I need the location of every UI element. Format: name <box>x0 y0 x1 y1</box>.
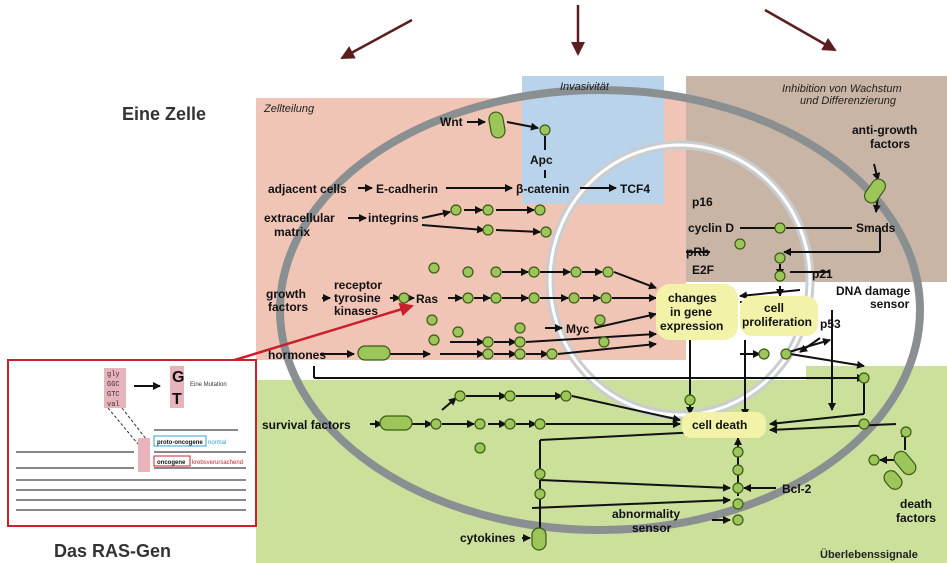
label-growth-inhibition-2: und Differenzierung <box>800 95 897 107</box>
node-prb: pRb <box>686 245 709 259</box>
node-kinases: kinases <box>334 304 378 318</box>
node-abnormality: abnormality <box>612 507 680 521</box>
label-cell-division: Zellteilung <box>263 103 315 115</box>
node-e-cadherin: E-cadherin <box>376 182 438 196</box>
node-beta-catenin: β-catenin <box>516 182 569 196</box>
node-smads: Smads <box>856 221 896 235</box>
node-tyrosine: tyrosine <box>334 291 381 305</box>
node-myc: Myc <box>566 322 590 336</box>
ras-gene-inset: gly GGC GTC val G T Eine Mutation proto-… <box>7 359 257 527</box>
node-in-gene: in gene <box>670 305 712 319</box>
node-cytokines: cytokines <box>460 531 516 545</box>
box-proliferation <box>740 296 818 336</box>
mutation-connector <box>227 302 414 364</box>
label-survival: Überlebenssignale <box>820 548 918 561</box>
node-death: death <box>900 497 932 511</box>
label-invasiveness: Invasivität <box>560 81 610 93</box>
node-receptor: receptor <box>334 278 382 292</box>
top-arrow-right <box>764 8 837 52</box>
node-cell: cell <box>764 301 784 315</box>
carcinogenic-label: krebsverursachend <box>192 460 243 466</box>
proto-oncogene-label: proto-oncogene <box>157 440 203 446</box>
node-hormones: hormones <box>268 348 326 362</box>
node-changes: changes <box>668 291 717 305</box>
codon-gly: gly <box>107 371 120 379</box>
pathway-nodes <box>398 124 912 526</box>
region-survival-right <box>806 366 947 406</box>
node-bcl2: Bcl-2 <box>782 482 812 496</box>
codon-val: val <box>107 401 120 409</box>
node-matrix: matrix <box>274 225 310 239</box>
node-p16: p16 <box>692 195 713 209</box>
node-anti-growth: anti-growth <box>852 123 917 137</box>
gene-title: Das RAS-Gen <box>54 541 171 561</box>
mutation-label: Eine Mutation <box>190 382 227 388</box>
node-p53: p53 <box>820 317 841 331</box>
letter-t: T <box>172 391 182 408</box>
node-tcf4: TCF4 <box>620 182 650 196</box>
node-proliferation: proliferation <box>742 315 812 329</box>
node-wnt: Wnt <box>440 115 463 129</box>
node-abnormality-2: sensor <box>632 521 672 535</box>
node-apc: Apc <box>530 153 553 167</box>
node-cell-death: cell death <box>692 418 747 432</box>
node-e2f: E2F <box>692 263 714 277</box>
oncogene-label: oncogene <box>157 460 186 466</box>
receptor-pills <box>357 111 917 551</box>
node-dna-damage: DNA damage <box>836 284 911 298</box>
node-sensor: sensor <box>870 297 910 311</box>
normal-label: normal <box>208 440 226 446</box>
box-cell-death <box>682 412 766 438</box>
top-arrow-left <box>340 18 413 60</box>
node-p21: p21 <box>812 267 833 281</box>
node-factors: factors <box>268 300 308 314</box>
node-extracellular: extracellular <box>264 211 335 225</box>
node-expression: expression <box>660 319 723 333</box>
node-growth: growth <box>266 287 306 301</box>
region-survival <box>256 380 947 563</box>
letter-g: G <box>172 369 184 386</box>
node-survival-factors: survival factors <box>262 418 351 432</box>
node-cyclin-d: cyclin D <box>688 221 734 235</box>
pathway-arrows <box>313 118 909 542</box>
page-title: Eine Zelle <box>122 104 206 124</box>
codon-gtc: GTC <box>107 391 120 399</box>
node-ras: Ras <box>416 292 438 306</box>
node-death-2: factors <box>896 511 936 525</box>
node-integrins: integrins <box>368 211 419 225</box>
label-growth-inhibition: Inhibition von Wachstum <box>782 83 902 95</box>
cell-membrane <box>276 86 924 534</box>
node-adjacent-cells: adjacent cells <box>268 182 347 196</box>
box-changes <box>656 284 738 340</box>
node-anti-growth-2: factors <box>870 137 910 151</box>
codon-ggc: GGC <box>107 381 120 389</box>
